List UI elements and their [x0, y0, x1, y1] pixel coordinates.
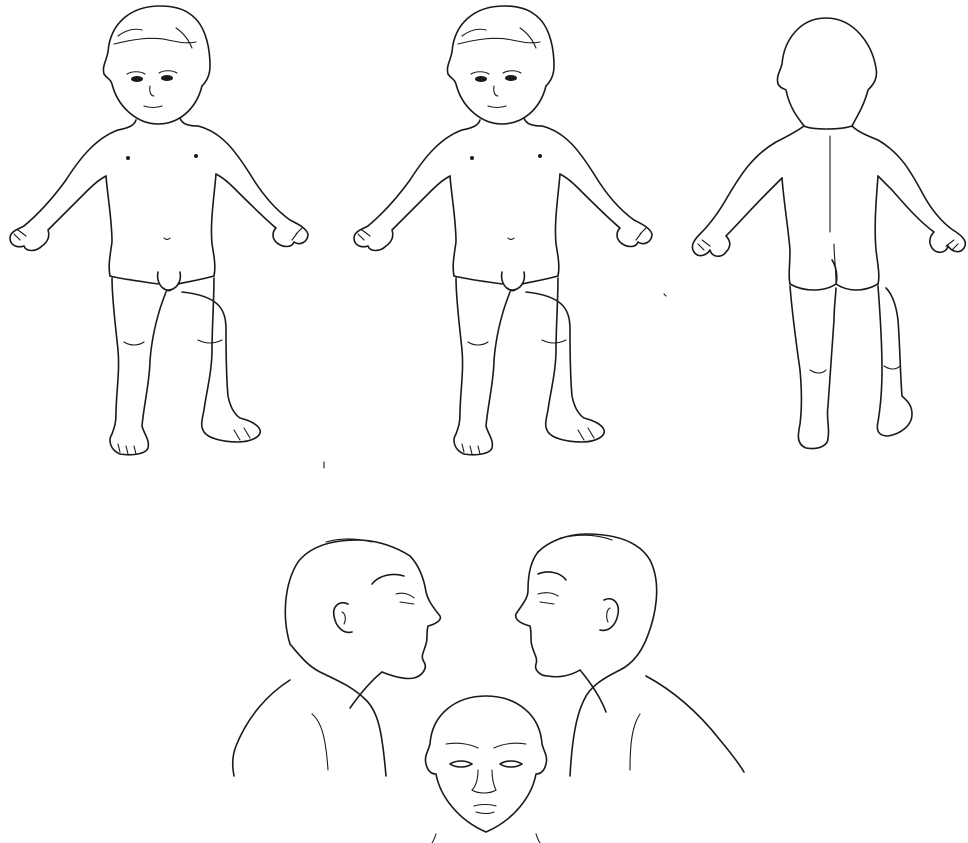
head-profile-left-icon [516, 534, 744, 776]
scan-mark [664, 294, 666, 296]
face-front-icon [425, 696, 546, 843]
child-back-body-icon [692, 18, 965, 449]
child-front-body-icon [10, 6, 308, 455]
head-profile-right-icon [233, 539, 441, 776]
child-front-body-icon [354, 6, 652, 455]
